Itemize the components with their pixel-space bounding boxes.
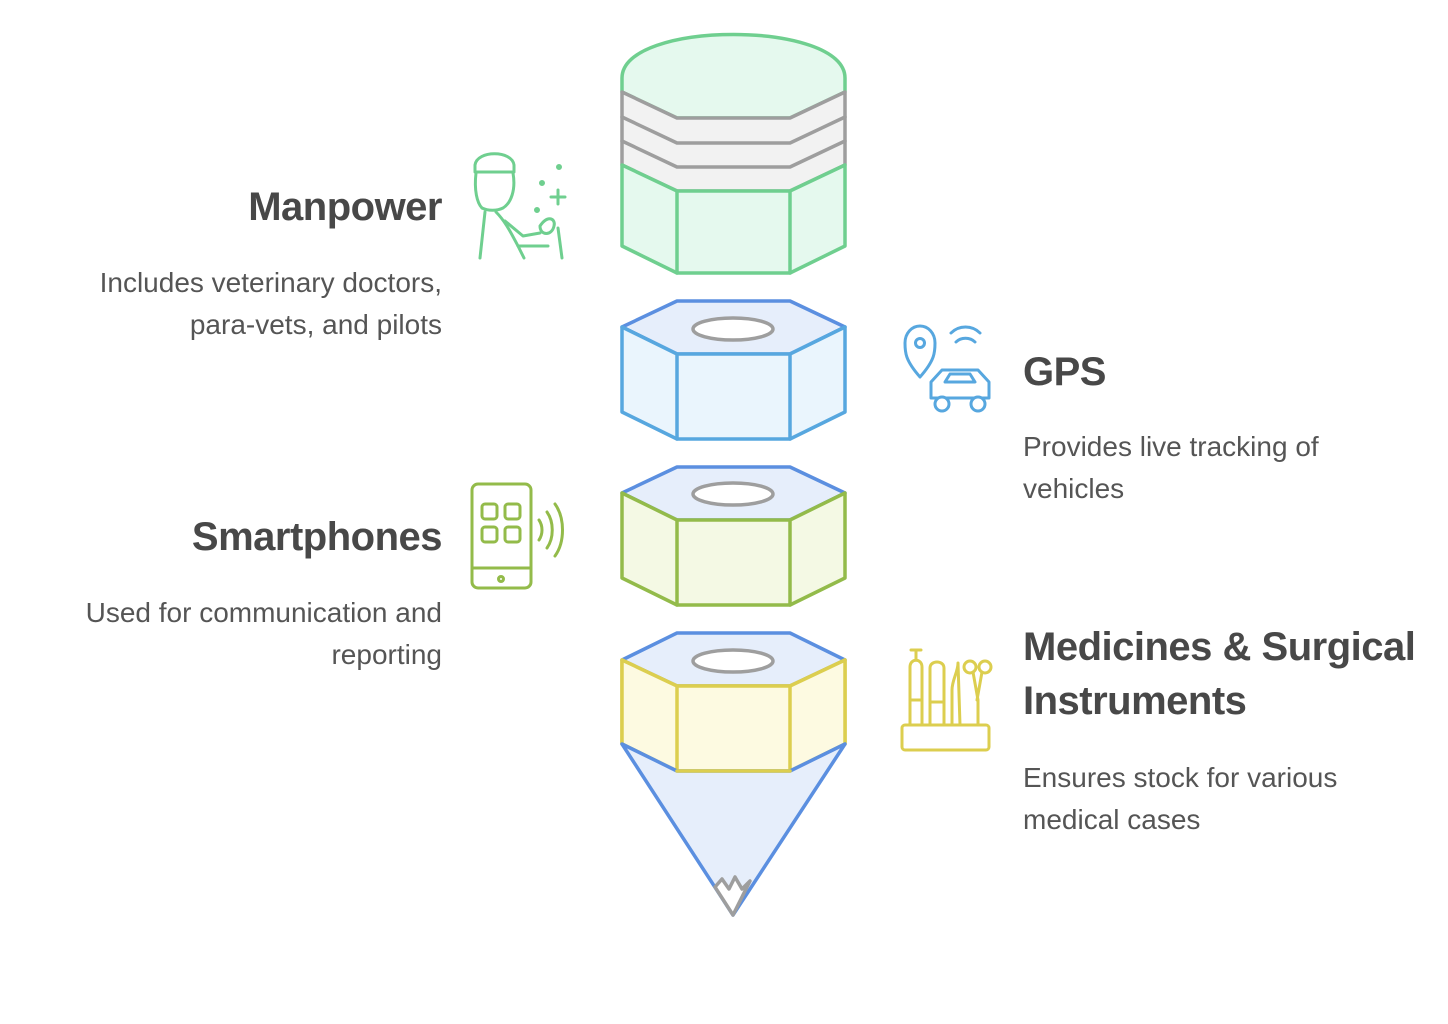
vet-doctor-icon <box>473 152 567 260</box>
smartphones-title: Smartphones <box>191 515 443 559</box>
manpower-title: Manpower <box>248 185 442 229</box>
gps-segment <box>620 299 847 441</box>
surgical-instruments-icon <box>900 648 993 752</box>
medicines-segment <box>620 631 847 773</box>
gps-title: GPS <box>1023 350 1106 394</box>
eraser-segment <box>620 32 847 275</box>
gps-car-icon <box>903 324 991 413</box>
gps-description: Provides live tracking of vehicles <box>1023 431 1319 504</box>
pencil-tip <box>620 742 847 917</box>
smartphones-description: Used for communication and reporting <box>85 597 442 670</box>
smartphone-icon <box>470 482 564 590</box>
medicines-description: Ensures stock for various medical cases <box>1023 762 1338 835</box>
medicines-title: Medicines & Surgical Instruments <box>1023 625 1416 723</box>
eraser-dome <box>620 32 847 120</box>
manpower-description: Includes veterinary doctors, para-vets, … <box>99 267 442 340</box>
smartphones-segment <box>620 465 847 607</box>
